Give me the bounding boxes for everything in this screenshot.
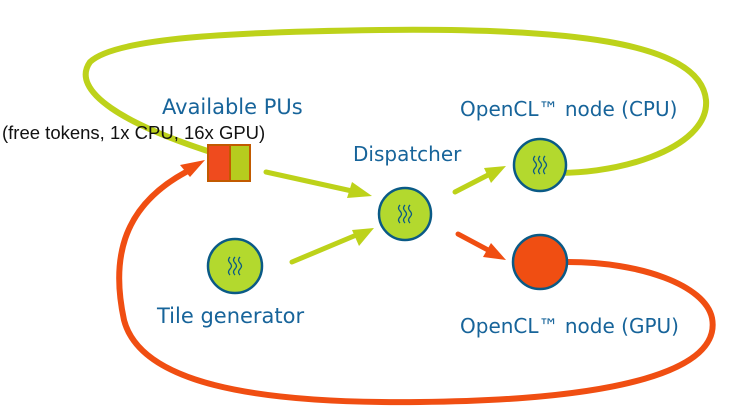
free-tokens-label: (free tokens, 1x CPU, 16x GPU) bbox=[2, 122, 265, 143]
gpu-return-loop bbox=[116, 169, 716, 406]
gpu-node bbox=[511, 233, 569, 291]
dispatcher-label: Dispatcher bbox=[353, 142, 462, 166]
gpu-arrowhead bbox=[483, 243, 506, 260]
tile-generator-label: Tile generator bbox=[156, 304, 305, 328]
tile-arrowhead bbox=[352, 228, 374, 246]
dispatcher-to-gpu-arrow bbox=[455, 231, 491, 253]
tile-generator-node bbox=[206, 237, 264, 295]
pus-to-dispatcher-arrow bbox=[263, 169, 355, 194]
dispatcher-to-cpu-arrow bbox=[452, 172, 491, 195]
dispatcher-node bbox=[377, 186, 433, 242]
cpu-node bbox=[512, 137, 568, 193]
cpu-arrowhead bbox=[484, 166, 506, 183]
gpu-loop-arrowhead bbox=[180, 160, 205, 177]
token-squares-icon bbox=[207, 144, 251, 182]
available-pus-label: Available PUs bbox=[162, 95, 303, 119]
tile-to-dispatcher-arrow bbox=[289, 233, 357, 265]
pus-arrowhead bbox=[347, 182, 372, 198]
opencl-gpu-label: OpenCL™ node (GPU) bbox=[460, 314, 679, 338]
opencl-cpu-label: OpenCL™ node (CPU) bbox=[460, 97, 677, 121]
cpu-return-loop bbox=[82, 26, 710, 176]
